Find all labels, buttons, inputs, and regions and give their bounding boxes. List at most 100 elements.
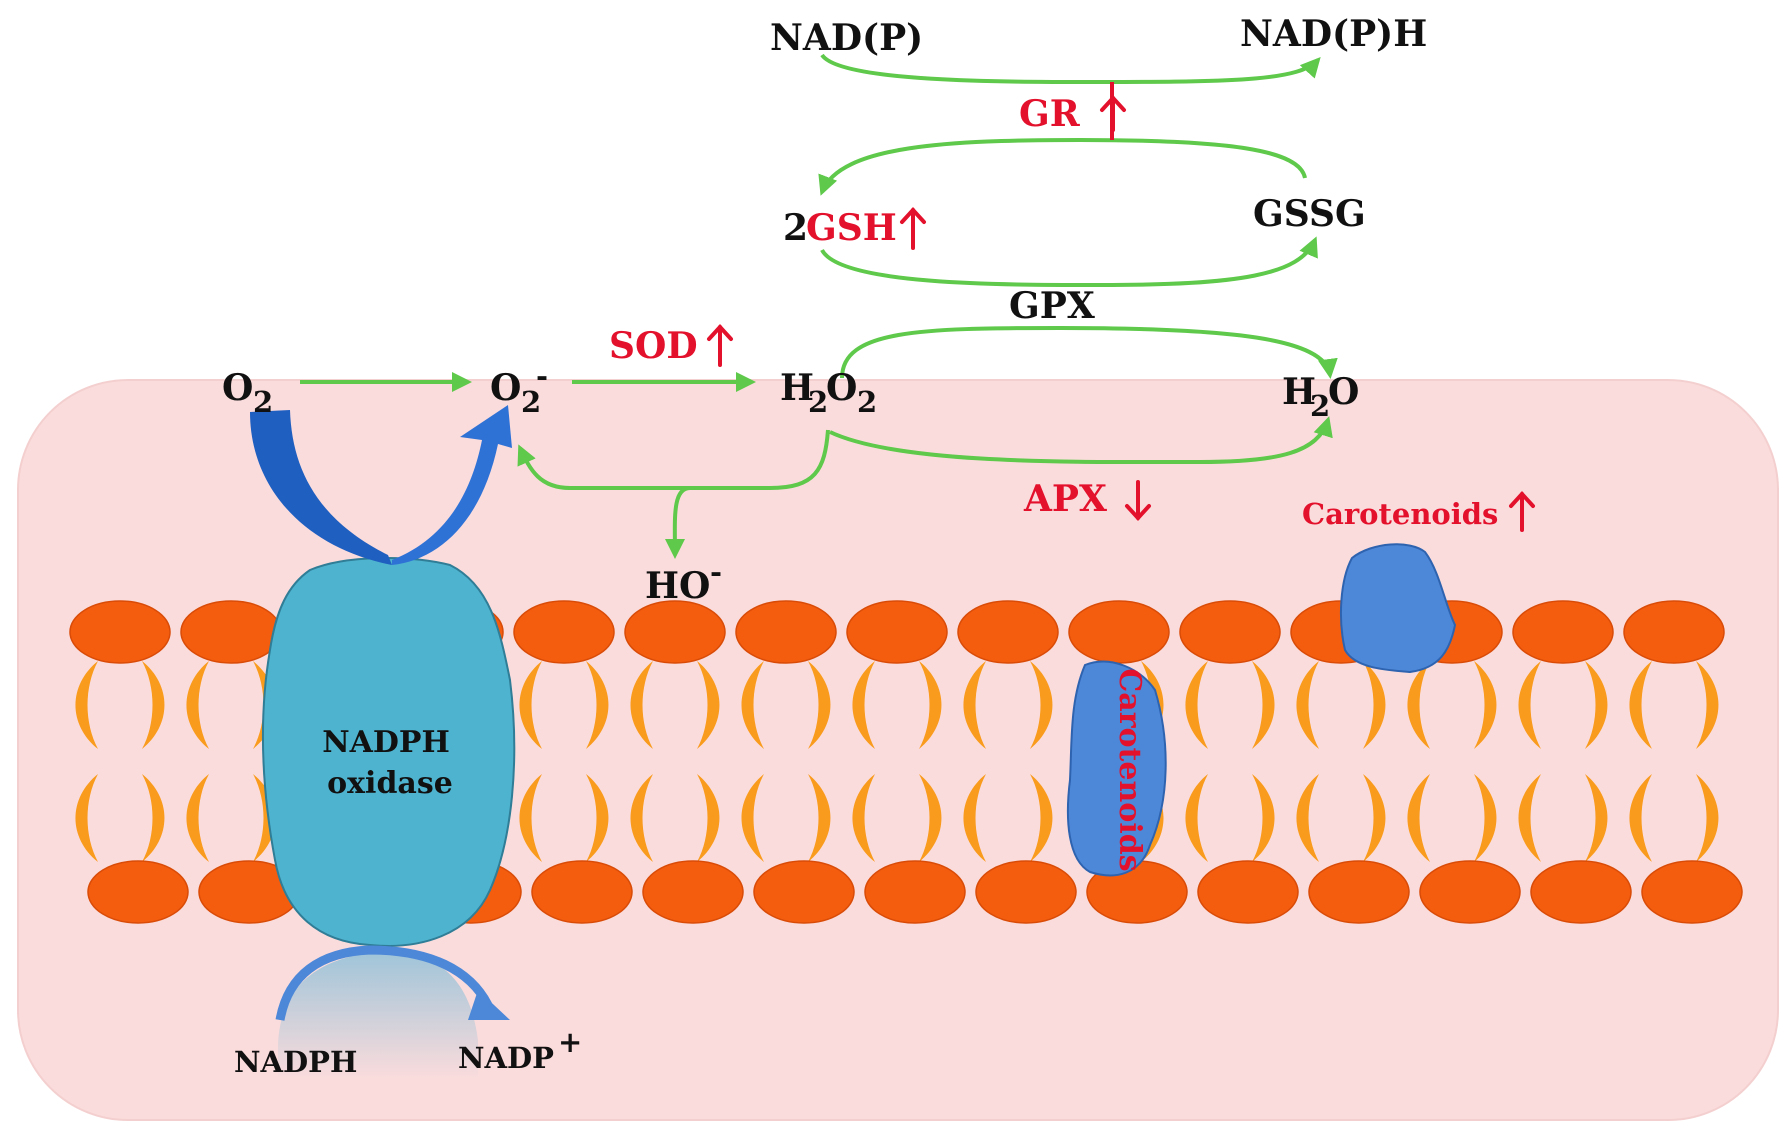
lipid-tail — [741, 774, 764, 862]
lipid-head-lower — [975, 860, 1077, 924]
hydroxyl-formula: HO - — [645, 555, 722, 607]
h2o2-to-hydroxyl-arrow — [664, 429, 830, 559]
lipid-head-upper — [624, 600, 726, 664]
lipid-head-upper — [1068, 600, 1170, 664]
pathway-labels: NAD(P) NAD(P)H GR 2 GSH GSSG GPX SOD O 2… — [222, 13, 1498, 1079]
lipid-head-upper — [1512, 600, 1614, 664]
gsh-up-arrow-icon — [900, 207, 926, 250]
gr-up-arrow-icon — [1100, 95, 1126, 132]
lipid-tail — [586, 774, 609, 862]
gpx-h2o2-to-h2o-arrow — [840, 325, 1338, 379]
lipid-tail — [1585, 661, 1608, 749]
lipid-tail — [1474, 774, 1497, 862]
lipid-tail — [1407, 661, 1430, 749]
apx-h2o2-to-h2o-arrow — [829, 416, 1333, 465]
nadph-to-nadp-arrow — [275, 945, 493, 1021]
carotenoids-membrane-label: Carotenoids — [1112, 668, 1147, 871]
lipid-tail — [1030, 661, 1053, 749]
carotenoid-surface-protein — [1339, 543, 1457, 674]
nadph-oxidase-protein — [261, 557, 516, 947]
lipid-tail — [963, 661, 986, 749]
lipid-tail — [630, 774, 653, 862]
cell-background — [17, 379, 1779, 1121]
lipid-tail — [1474, 661, 1497, 749]
nadph-fade-blob — [278, 952, 478, 1080]
nadp-to-nadph-arrow — [820, 53, 1321, 85]
gssg-to-gsh-arrow — [818, 137, 1307, 196]
lipid-tail — [963, 774, 986, 862]
svg-text:O: O — [1328, 371, 1359, 413]
lipid-tail — [630, 661, 653, 749]
lipid-head-upper — [957, 600, 1059, 664]
gr-label: GR — [1019, 93, 1081, 135]
lipid-tail — [1629, 661, 1652, 749]
nadph-to-nadp-arrowhead — [468, 990, 510, 1020]
lipid-tail — [1518, 774, 1541, 862]
lipid-tail — [919, 661, 942, 749]
nadph-top-label: NAD(P)H — [1240, 13, 1427, 55]
lipid-tail — [1407, 774, 1430, 862]
lipid-tail — [697, 774, 720, 862]
h2o2-formula: H 2 O 2 — [780, 367, 877, 419]
regulation-marks — [707, 95, 1535, 532]
apx-down-arrow-icon — [1125, 480, 1151, 521]
oxygen-uptake-arrow — [250, 410, 392, 565]
svg-text:2: 2 — [857, 385, 877, 419]
lipid-head-upper — [69, 600, 171, 664]
lipid-head-upper — [180, 600, 282, 664]
svg-text:O: O — [490, 367, 521, 409]
lipid-head-lower — [1308, 860, 1410, 924]
nadph-bottom-label: NADPH — [234, 1045, 357, 1079]
svg-text:2: 2 — [253, 385, 273, 419]
pathway-arrows — [300, 53, 1338, 559]
lipid-tail — [519, 774, 542, 862]
lipid-tail — [852, 774, 875, 862]
lipid-tail — [586, 661, 609, 749]
lipid-head-upper — [846, 600, 948, 664]
lipid-head-lower — [87, 860, 189, 924]
nadph-oxidase-label-line2: oxidase — [327, 766, 453, 801]
lipid-head-upper — [513, 600, 615, 664]
lipid-head-lower — [1530, 860, 1632, 924]
svg-text:NADP: NADP — [458, 1041, 554, 1075]
svg-text:-: - — [710, 555, 722, 589]
svg-text:H: H — [780, 367, 814, 409]
lipid-tail — [1585, 774, 1608, 862]
lipid-tail — [919, 774, 942, 862]
svg-text:O: O — [222, 367, 253, 409]
sod-label: SOD — [609, 325, 698, 367]
carotenoids-label: Carotenoids — [1302, 497, 1498, 531]
sod-up-arrow-icon — [707, 324, 733, 367]
carotenoid-membrane-protein — [1066, 660, 1167, 877]
lipid-head-upper — [735, 600, 837, 664]
lipid-tail — [186, 774, 209, 862]
gpx-label: GPX — [1009, 285, 1095, 327]
lipid-head-lower — [1641, 860, 1743, 924]
nadp-bottom-formula: NADP + — [458, 1025, 582, 1075]
lipid-tail — [808, 774, 831, 862]
lipid-tail — [75, 774, 98, 862]
lipid-tail — [1363, 661, 1386, 749]
carotenoids-up-arrow-icon — [1509, 491, 1535, 532]
lipid-head-upper — [1623, 600, 1725, 664]
lipid-tail — [519, 661, 542, 749]
svg-text:2: 2 — [521, 385, 541, 419]
lipid-head-upper — [1179, 600, 1281, 664]
lipid-tail — [1252, 661, 1275, 749]
lipid-tail — [1518, 661, 1541, 749]
lipid-head-lower — [531, 860, 633, 924]
superoxide-formula: O 2 - — [490, 359, 548, 419]
h2o-formula: H 2 O — [1282, 371, 1359, 423]
lipid-tail — [1363, 774, 1386, 862]
o2-formula: O 2 — [222, 367, 273, 419]
superoxide-release-arrow — [392, 405, 512, 565]
lipid-tail — [142, 661, 165, 749]
svg-text:2: 2 — [1310, 389, 1330, 423]
apx-label: APX — [1023, 478, 1107, 520]
lipid-head-lower — [864, 860, 966, 924]
lipid-tail — [1696, 774, 1719, 862]
lipid-head-lower — [642, 860, 744, 924]
lipid-tail — [1296, 661, 1319, 749]
lipid-tail — [1185, 774, 1208, 862]
